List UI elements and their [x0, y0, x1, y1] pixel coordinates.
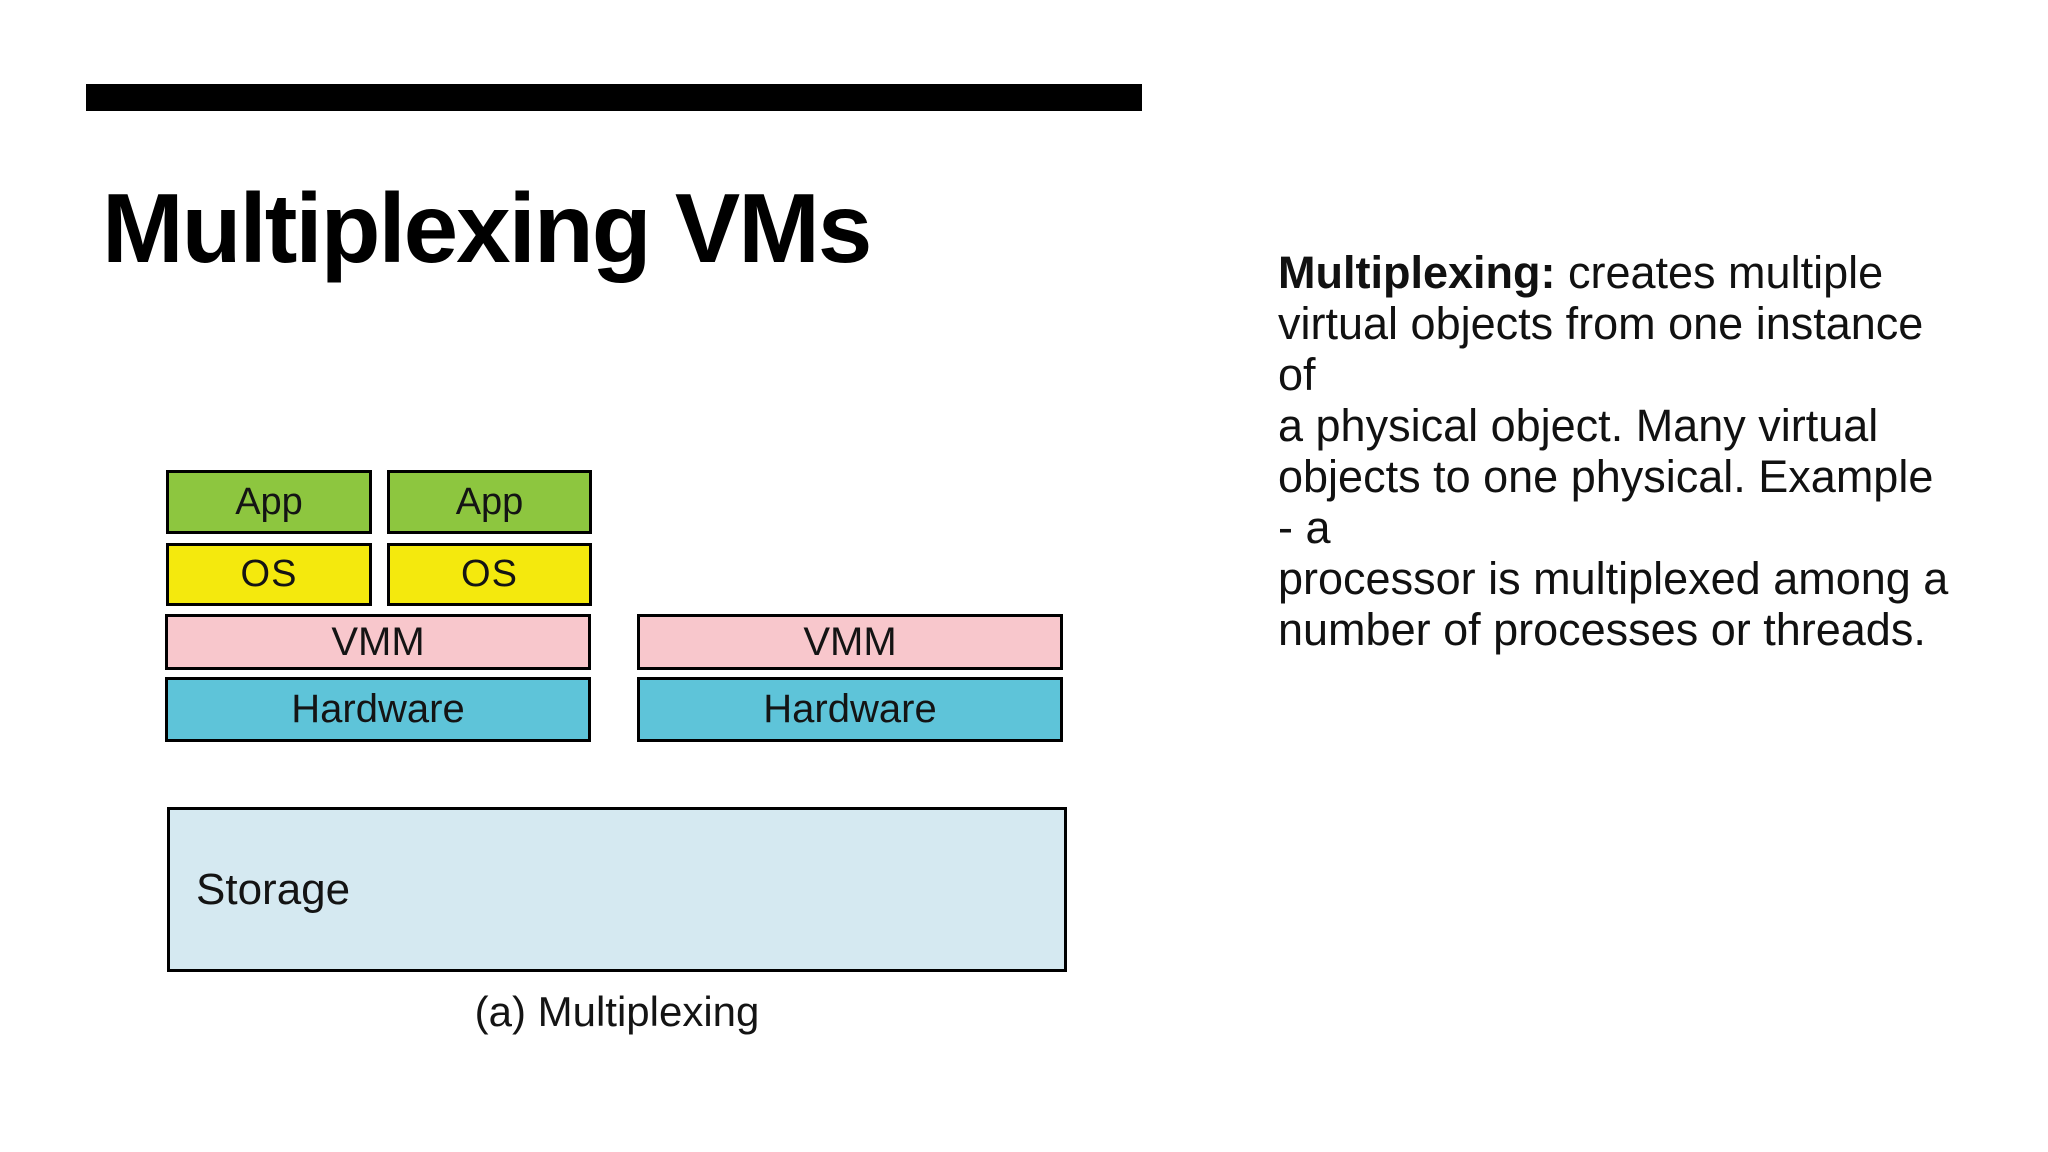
definition-text: creates multiple virtual objects from on…: [1278, 247, 1949, 655]
machine1-hardware-box: Hardware: [165, 677, 591, 742]
vm2-app-box: App: [387, 470, 592, 534]
storage-box: Storage: [167, 807, 1067, 972]
vm1-app-label: App: [235, 480, 303, 523]
machine1-vmm-label: VMM: [331, 619, 425, 664]
machine1-hardware-label: Hardware: [291, 687, 465, 731]
machine2-hardware-label: Hardware: [763, 687, 937, 731]
machine2-hardware-box: Hardware: [637, 677, 1063, 742]
machine1-vmm-box: VMM: [165, 614, 591, 670]
vm2-os-box: OS: [387, 543, 592, 606]
vm2-app-label: App: [455, 480, 524, 523]
machine2-vmm-box: VMM: [637, 614, 1063, 670]
definition-term: Multiplexing:: [1278, 247, 1556, 298]
definition-note: Multiplexing: creates multiple virtual o…: [1278, 196, 1958, 655]
page-title: Multiplexing VMs: [102, 173, 872, 283]
machine2-vmm-label: VMM: [803, 619, 897, 664]
vm1-os-box: OS: [166, 543, 372, 606]
vm1-app-box: App: [166, 470, 372, 534]
vm2-os-label: OS: [461, 553, 518, 595]
storage-label: Storage: [196, 864, 351, 914]
diagram-caption: (a) Multiplexing: [474, 988, 760, 1035]
title-accent-bar: [86, 84, 1142, 111]
vm1-os-label: OS: [240, 553, 298, 595]
